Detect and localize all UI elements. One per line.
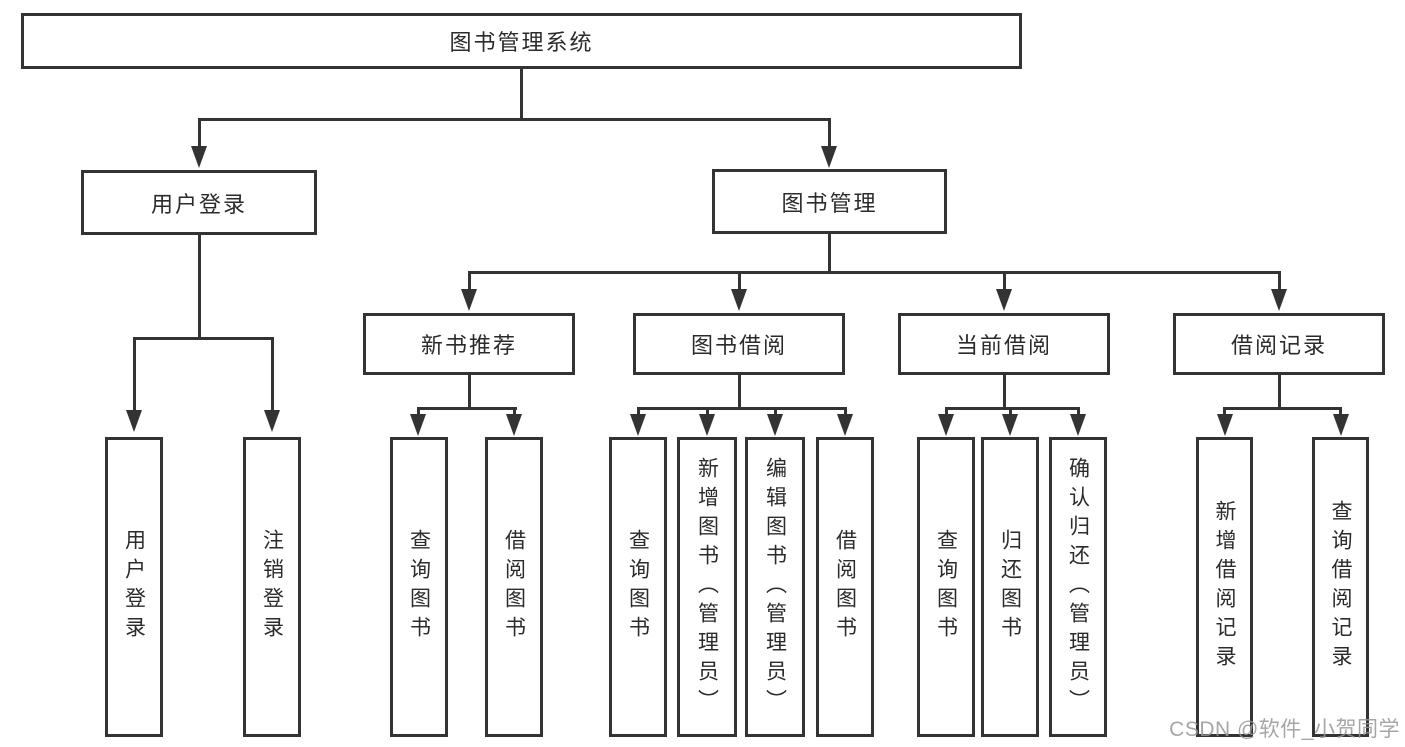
arrow-down-icon: [821, 146, 837, 168]
leaf-label: 编辑图书（管理员）: [763, 456, 787, 718]
leaf-add-books-admin: 新增图书（管理员）: [677, 437, 737, 737]
connector-line: [198, 235, 201, 340]
leaf-label: 查询图书: [626, 529, 650, 645]
leaf-query-books-current: 查询图书: [917, 437, 975, 737]
connector-line: [513, 407, 516, 416]
leaf-query-borrow-record: 查询借阅记录: [1312, 437, 1369, 737]
connector-line: [133, 337, 136, 412]
node-label: 借阅记录: [1230, 333, 1327, 358]
node-label: 当前借阅: [955, 333, 1052, 358]
arrow-down-icon: [126, 410, 142, 432]
leaf-label: 新增图书（管理员）: [695, 456, 719, 718]
arrow-down-icon: [630, 414, 646, 436]
node-new-book-recommend: 新书推荐: [363, 313, 575, 375]
node-label: 图书管理系统: [449, 30, 594, 55]
connector-line: [1009, 407, 1012, 416]
leaf-user-login: 用户登录: [105, 437, 163, 737]
arrow-down-icon: [410, 414, 426, 436]
node-label: 新书推荐: [420, 333, 517, 358]
leaf-label: 用户登录: [122, 529, 146, 645]
connector-line: [738, 375, 741, 410]
connector-line: [637, 407, 640, 416]
connector-line: [945, 407, 948, 416]
connector-line: [1223, 407, 1342, 410]
leaf-label: 查询借阅记录: [1329, 500, 1352, 674]
connector-line: [774, 407, 777, 416]
leaf-borrow-books: 借阅图书: [816, 437, 874, 737]
arrow-down-icon: [506, 414, 522, 436]
node-label: 图书管理: [781, 190, 878, 216]
connector-line: [198, 118, 201, 150]
leaf-return-books: 归还图书: [981, 437, 1039, 737]
leaf-label: 归还图书: [998, 529, 1022, 645]
leaf-confirm-return-admin: 确认归还（管理员）: [1049, 437, 1107, 737]
node-library-management-system: 图书管理系统: [21, 13, 1022, 69]
leaf-query-books-borrow: 查询图书: [609, 437, 667, 737]
arrow-down-icon: [1070, 414, 1086, 436]
leaf-label: 借阅图书: [502, 529, 526, 645]
node-current-borrow: 当前借阅: [898, 313, 1110, 375]
node-label: 图书借阅: [690, 333, 787, 358]
connector-line: [738, 271, 741, 292]
connector-line: [1278, 271, 1281, 292]
leaf-label: 注销登录: [260, 529, 284, 645]
connector-line: [198, 118, 831, 121]
arrow-down-icon: [699, 414, 715, 436]
connector-line: [1077, 407, 1080, 416]
leaf-add-borrow-record: 新增借阅记录: [1196, 437, 1253, 737]
leaf-label: 借阅图书: [833, 529, 857, 645]
connector-line: [468, 271, 1281, 274]
arrow-down-icon: [264, 410, 280, 432]
connector-line: [828, 234, 831, 274]
arrow-down-icon: [996, 289, 1012, 311]
leaf-query-books-recommend: 查询图书: [390, 437, 448, 737]
connector-line: [706, 407, 709, 416]
leaf-label: 查询图书: [407, 529, 431, 645]
node-borrow-records: 借阅记录: [1173, 313, 1385, 375]
arrow-down-icon: [1002, 414, 1018, 436]
arrow-down-icon: [1271, 289, 1287, 311]
connector-line: [417, 407, 517, 410]
leaf-logout: 注销登录: [243, 437, 301, 737]
connector-line: [1003, 375, 1006, 410]
connector-line: [844, 407, 847, 416]
leaf-label: 新增借阅记录: [1213, 500, 1236, 674]
leaf-edit-books-admin: 编辑图书（管理员）: [745, 437, 805, 737]
connector-line: [133, 337, 274, 340]
leaf-borrow-books-recommend: 借阅图书: [485, 437, 543, 737]
connector-line: [945, 407, 1080, 410]
arrow-down-icon: [938, 414, 954, 436]
node-label: 用户登录: [150, 191, 247, 217]
connector-line: [1003, 271, 1006, 292]
connector-line: [1223, 407, 1226, 416]
arrow-down-icon: [767, 414, 783, 436]
watermark: CSDN @软件_小贺同学: [1169, 718, 1400, 741]
arrow-down-icon: [1217, 414, 1233, 436]
connector-line: [468, 375, 471, 410]
arrow-down-icon: [731, 289, 747, 311]
arrow-down-icon: [191, 146, 207, 168]
node-user-login: 用户登录: [81, 170, 317, 235]
node-book-borrow: 图书借阅: [633, 313, 845, 375]
node-book-management: 图书管理: [712, 169, 947, 234]
arrow-down-icon: [461, 289, 477, 311]
connector-line: [271, 337, 274, 412]
leaf-label: 查询图书: [934, 529, 958, 645]
connector-line: [1339, 407, 1342, 416]
arrow-down-icon: [1333, 414, 1349, 436]
connector-line: [1278, 375, 1281, 410]
connector-line: [417, 407, 420, 416]
leaf-label: 确认归还（管理员）: [1066, 456, 1090, 718]
arrow-down-icon: [837, 414, 853, 436]
connector-line: [637, 407, 847, 410]
connector-line: [520, 69, 523, 120]
connector-line: [468, 271, 471, 292]
connector-line: [828, 118, 831, 150]
